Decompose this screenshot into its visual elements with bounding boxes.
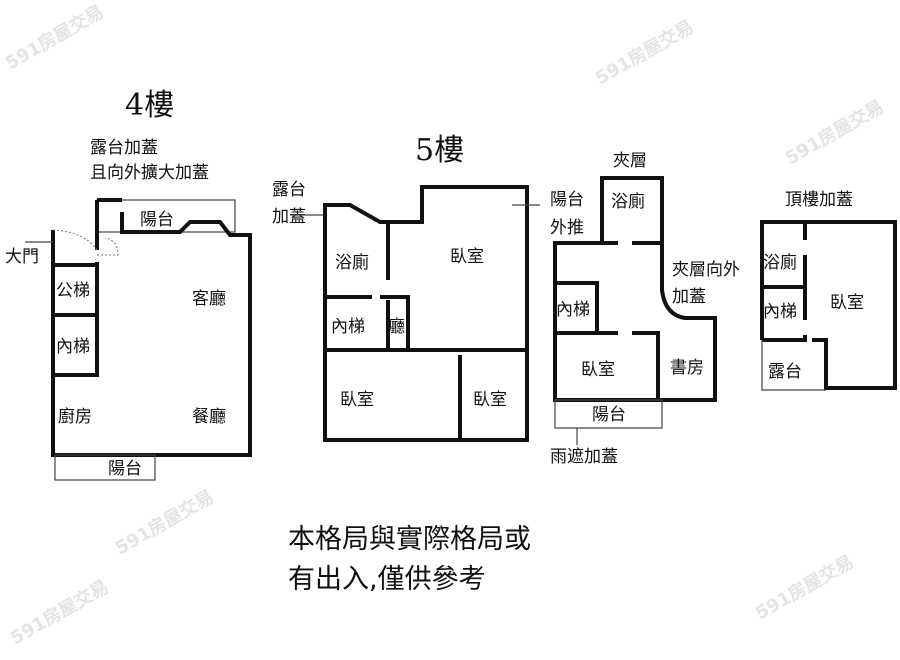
floor4-annotation: 露台加蓋 <box>90 138 158 158</box>
mezzanine-title: 夾層 <box>613 151 647 171</box>
watermark: 591房屋交易 <box>752 550 858 624</box>
rooftop-bathroom: 浴廁 <box>763 252 797 273</box>
mezzanine-inner-stairs: 內梯 <box>556 300 590 320</box>
floor4-kitchen: 廚房 <box>58 406 92 427</box>
floor5-balcony-annotation: 外推 <box>550 218 584 238</box>
floor4-annotation: 且向外擴大加蓋 <box>90 163 209 183</box>
floor4-public-stairs: 公梯 <box>56 281 90 301</box>
floor5-terrace-annotation: 加蓋 <box>272 207 306 227</box>
floor4-main-door: 大門 <box>5 247 39 267</box>
floor4-balcony-top: 陽台 <box>140 210 174 230</box>
watermark: 591房屋交易 <box>2 0 108 74</box>
mezzanine-extension-annotation: 加蓋 <box>672 287 706 307</box>
floor4-dining-room: 餐廳 <box>192 407 226 427</box>
mezzanine-balcony: 陽台 <box>592 405 626 425</box>
floor5-terrace-annotation: 露台 <box>272 180 306 200</box>
floor5-title: 5樓 <box>415 133 464 168</box>
rooftop-inner-stairs: 內梯 <box>763 302 797 322</box>
floor5-bedroom-right: 臥室 <box>473 390 507 410</box>
mezzanine-bedroom: 臥室 <box>581 360 615 380</box>
mezzanine-bathroom: 浴廁 <box>611 191 645 212</box>
rooftop-terrace: 露台 <box>768 362 802 382</box>
floor5-balcony-annotation: 陽台 <box>550 190 584 210</box>
mezzanine-study: 書房 <box>670 358 704 378</box>
floor5-bathroom: 浴廁 <box>335 252 369 273</box>
floor4-plan: 4樓 露台加蓋 且向外擴大加蓋 陽台 大門 公梯 客廳 內梯 廚房 餐廳 陽台 <box>5 88 252 481</box>
floor5-bedroom-main: 臥室 <box>450 247 484 267</box>
disclaimer-line1: 本格局與實際格局或 <box>288 524 531 555</box>
mezzanine-canopy-annotation: 雨遮加蓋 <box>550 447 618 467</box>
floor4-title: 4樓 <box>125 88 174 123</box>
watermark: 591房屋交易 <box>782 95 888 169</box>
rooftop-plan: 頂樓加蓋 浴廁 內梯 臥室 露台 <box>760 190 897 391</box>
mezzanine-plan: 夾層 浴廁 內梯 臥室 書房 陽台 夾層向外 加蓋 雨遮加蓋 <box>550 151 740 467</box>
watermark: 591房屋交易 <box>592 15 698 89</box>
floor4-inner-stairs: 內梯 <box>56 337 90 357</box>
floor4-living-room: 客廳 <box>192 289 226 309</box>
floor4-balcony-bottom: 陽台 <box>108 459 142 479</box>
rooftop-title: 頂樓加蓋 <box>785 190 853 210</box>
watermark: 591房屋交易 <box>112 485 218 559</box>
disclaimer-line2: 有出入,僅供參考 <box>288 564 486 595</box>
mezzanine-extension-annotation: 夾層向外 <box>672 260 740 280</box>
floor5-inner-stairs: 內梯 <box>331 317 365 337</box>
floor5-hall: 廳 <box>388 317 405 337</box>
floor5-bedroom-left: 臥室 <box>340 390 374 410</box>
floor5-plan: 5樓 露台 加蓋 浴廁 臥室 內梯 廳 臥室 臥室 陽台 外推 <box>272 133 584 442</box>
watermark: 591房屋交易 <box>7 575 113 649</box>
disclaimer: 本格局與實際格局或 有出入,僅供參考 <box>288 524 531 595</box>
rooftop-bedroom: 臥室 <box>830 293 864 313</box>
